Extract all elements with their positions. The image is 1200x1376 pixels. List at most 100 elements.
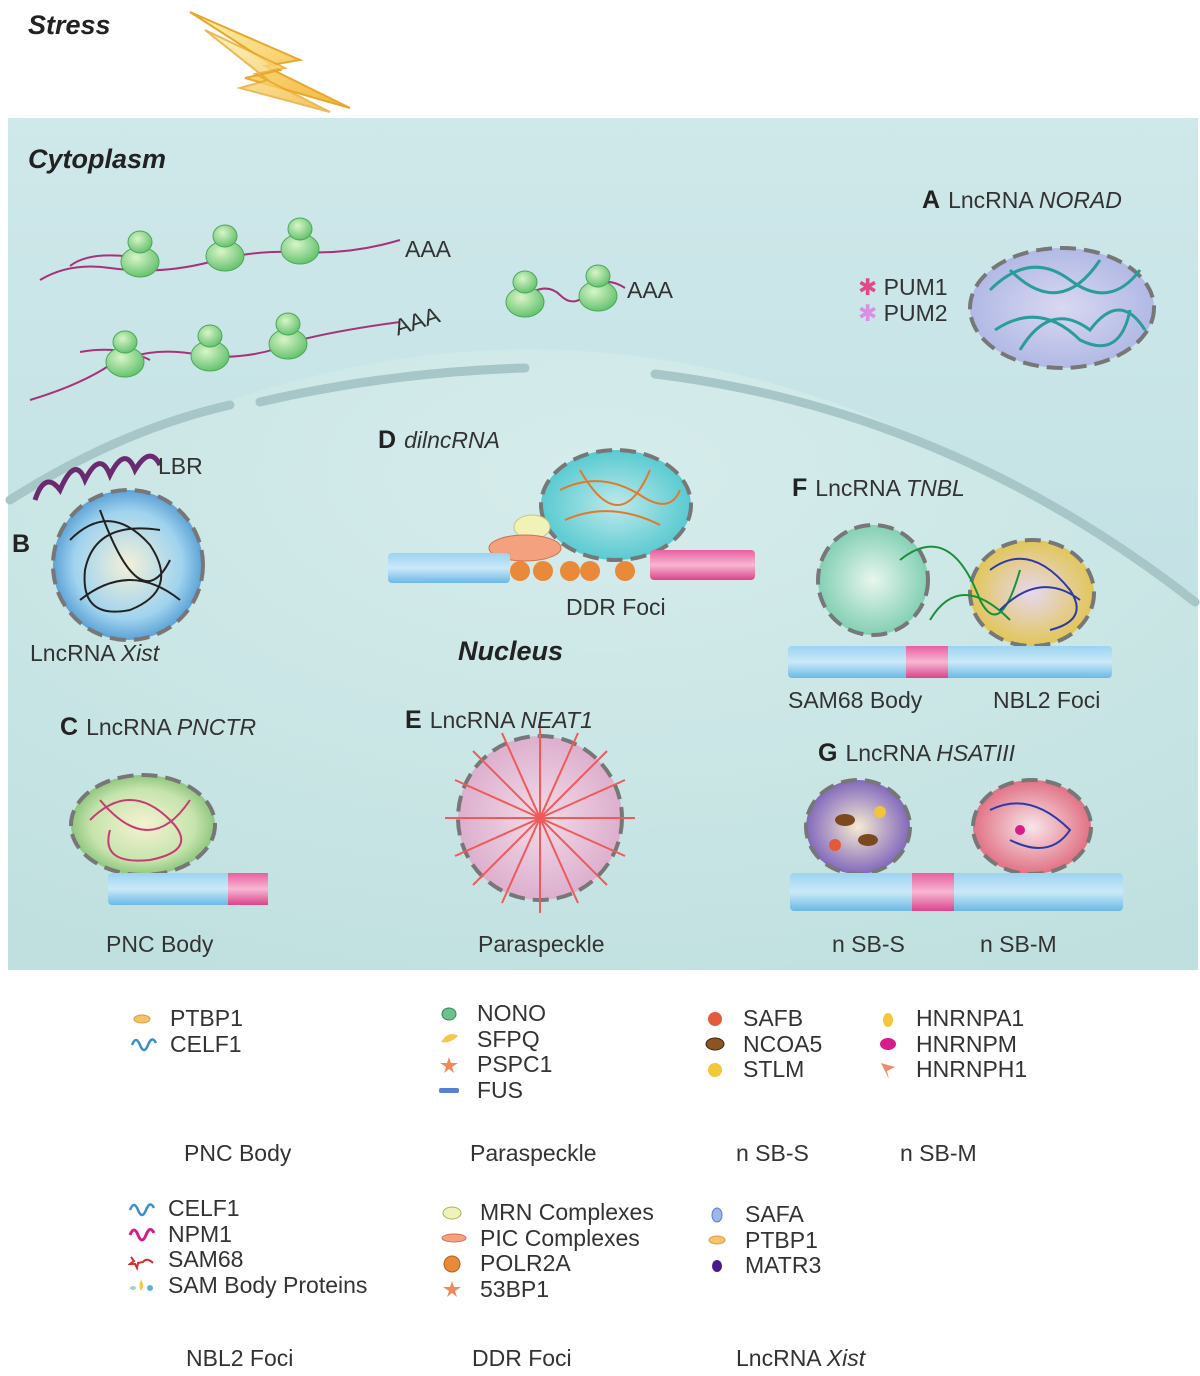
norad-name: NORAD — [1038, 187, 1122, 213]
salmon-flag-icon — [881, 1062, 895, 1079]
legend-item: PSPC1 — [437, 1053, 552, 1076]
nsb-m-label: n SB-M — [980, 931, 1057, 957]
legend-item: MATR3 — [705, 1254, 821, 1277]
hsatiii-bodies — [790, 778, 1123, 911]
legend-item-label: CELF1 — [168, 1195, 240, 1221]
sam68-body-label: SAM68 Body — [788, 687, 923, 713]
paraspeckle-label: Paraspeckle — [478, 931, 605, 957]
legend-item-label: PTBP1 — [170, 1005, 243, 1031]
cytoplasm-label: Cytoplasm — [28, 144, 167, 174]
magenta-squiggle-icon — [128, 1228, 156, 1242]
orange-star-icon — [440, 1056, 458, 1073]
ribosome-icon — [190, 324, 230, 372]
legend-group-title: n SB-S — [736, 1140, 809, 1166]
legend-item: CELF1 — [130, 1030, 242, 1057]
pnctr-body — [69, 773, 268, 905]
legend-group-title: n SB-M — [900, 1140, 977, 1166]
legend-item-label: HNRNPH1 — [916, 1056, 1028, 1082]
legend-group-title: DDR Foci — [472, 1345, 572, 1371]
legend-item-label: MRN Complexes — [480, 1199, 654, 1225]
legend-item-label: SAM68 — [168, 1246, 244, 1272]
legend-item: HNRNPH1 — [876, 1058, 1027, 1081]
legend-item-label: NONO — [477, 1000, 546, 1026]
legend-item: PTBP1 — [130, 1007, 243, 1030]
legend-item-label: PTBP1 — [745, 1226, 818, 1253]
legend-item-label: NPM1 — [168, 1220, 232, 1247]
mixed-dots-icon — [130, 1280, 153, 1292]
legend-item-label: NCOA5 — [743, 1030, 823, 1057]
ribosome-icon — [268, 312, 308, 360]
legend-item: PIC Complexes — [440, 1224, 640, 1251]
legend-group-title: NBL2 Foci — [186, 1345, 294, 1371]
panel-b-letter: B — [12, 530, 31, 558]
legend-item-label: SFPQ — [477, 1025, 540, 1052]
ddr-foci — [388, 448, 755, 583]
blue-oval-icon — [711, 1207, 723, 1223]
orange-star-icon — [443, 1281, 461, 1298]
legend-item-label: 53BP1 — [480, 1275, 550, 1302]
pum2-label: ✱ PUM2 — [858, 300, 948, 326]
panel-a-letter: A — [922, 186, 941, 214]
yellow-drop-icon — [883, 1012, 893, 1027]
ribosome-icon — [578, 264, 618, 312]
purple-dot-icon — [712, 1259, 722, 1272]
legend-item: NONO — [437, 1002, 546, 1025]
legend-item: FUS — [437, 1076, 523, 1103]
xist-body — [32, 453, 205, 642]
brown-oval-icon — [705, 1037, 725, 1051]
legend-item-label: SAFA — [745, 1201, 804, 1227]
legend-item: HNRNPM — [876, 1030, 1017, 1057]
legend-item-label: FUS — [477, 1076, 523, 1103]
legend-item-label: CELF1 — [170, 1030, 242, 1057]
pnc-body-label: PNC Body — [106, 931, 214, 957]
legend-item: HNRNPA1 — [876, 1007, 1024, 1030]
lbr-label: LBR — [158, 453, 203, 479]
legend-group-title: LncRNA Xist — [736, 1345, 866, 1371]
legend-item: NCOA5 — [703, 1030, 823, 1057]
panel-b-title: LncRNA Xist — [30, 640, 160, 666]
legend-item-label: MATR3 — [745, 1252, 822, 1278]
tnbl-bodies — [788, 523, 1112, 678]
legend-item: MRN Complexes — [440, 1201, 654, 1224]
blue-squiggle-icon — [128, 1203, 156, 1217]
legend-item-label: HNRNPA1 — [916, 1005, 1025, 1031]
legend-item: PTBP1 — [705, 1226, 818, 1253]
polya-tail-2: AAA — [627, 277, 674, 303]
ddr-foci-label: DDR Foci — [566, 594, 666, 620]
nsb-s-label: n SB-S — [832, 931, 905, 957]
ribosome-icon — [280, 217, 320, 265]
legend-item-label: HNRNPM — [916, 1030, 1017, 1057]
ribosome-icon — [205, 224, 245, 272]
legend-item: SAFA — [705, 1203, 804, 1226]
legend-item: SAFB — [703, 1007, 803, 1030]
legend-item: NPM1 — [128, 1220, 232, 1247]
legend-item-label: STLM — [743, 1056, 805, 1082]
neat1-paraspeckle — [445, 723, 635, 913]
yellow-leaf-icon — [441, 1034, 458, 1043]
yellow-dot-icon — [708, 1062, 722, 1077]
legend-item: STLM — [703, 1058, 804, 1081]
legend-item: SAM Body Proteins — [128, 1271, 368, 1298]
ribosome-icon — [505, 270, 545, 318]
legend-item-label: SAM Body Proteins — [168, 1271, 368, 1298]
legend-item-label: SAFB — [743, 1005, 804, 1031]
green-oval-icon — [441, 1007, 457, 1021]
orange-ball-icon — [443, 1255, 461, 1273]
legend-item-label: PSPC1 — [477, 1051, 553, 1077]
legend-item: SAM68 — [127, 1246, 244, 1272]
lightning-bolt-icon — [189, 11, 351, 113]
magenta-dot-icon — [880, 1038, 896, 1051]
stress-label: Stress — [28, 10, 111, 40]
legend-group-title: Paraspeckle — [470, 1140, 597, 1166]
orange-bean-icon — [708, 1235, 726, 1245]
legend-group-title: PNC Body — [184, 1140, 292, 1166]
legend-item-label: POLR2A — [480, 1250, 571, 1276]
ribosome-icon — [105, 330, 145, 378]
legend-item-label: PIC Complexes — [480, 1224, 640, 1251]
